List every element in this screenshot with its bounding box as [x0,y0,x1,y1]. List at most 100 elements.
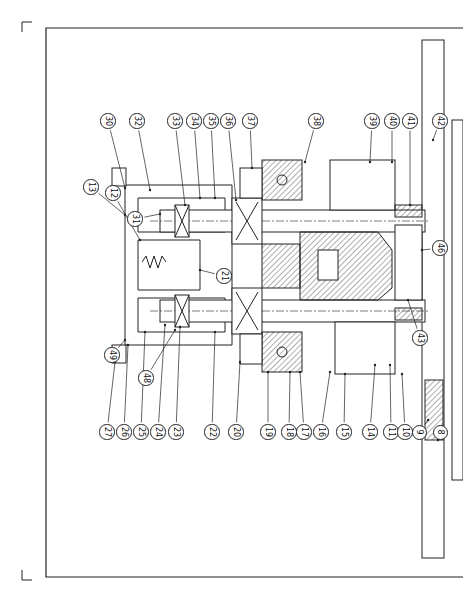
callout-number: 30 [100,113,115,128]
callout-text: 18 [285,427,293,437]
leader-line [237,362,240,422]
callout-number: 17 [296,424,311,439]
leader-dot [214,197,216,199]
leader-line [200,270,215,274]
leader-line [144,214,160,217]
leader-dot [432,139,434,141]
leader-dot [409,204,411,206]
callout-number: 9 [412,425,427,440]
callout-text: 19 [264,427,272,437]
leader-dot [179,326,181,328]
callout-number: 13 [83,179,98,194]
callout-text: 25 [137,427,145,437]
leader-dot [389,364,391,366]
callout-number: 39 [364,113,379,128]
leader-line [370,131,372,162]
callout-number: 21 [216,268,231,283]
callout-text: 40 [388,116,396,126]
leader-dot [427,419,429,421]
leader-line [305,130,314,162]
callout-text: 39 [368,116,376,126]
callout-number: 31 [127,211,142,226]
housing-lower [335,322,395,374]
callout-number: 25 [133,424,148,439]
callout-number: 23 [168,424,183,439]
callout-text: 36 [224,116,232,126]
callout-number: 43 [412,330,427,345]
leader-dot [267,371,269,373]
leader-dot [184,204,186,206]
leader-dot [235,199,237,201]
plate-hub [452,120,463,480]
callout-text: 9 [415,429,423,434]
callout-text: 24 [154,427,162,437]
callout-text: 20 [232,427,240,437]
callout-text: 14 [366,427,374,437]
leader-line [408,300,417,329]
bolt-symbol [277,347,287,357]
leader-dot [304,161,306,163]
leader-dot [124,214,126,216]
callout-number: 18 [281,424,296,439]
callout-text: 27 [103,427,111,437]
leader-line [402,374,405,422]
leader-line [229,131,236,200]
housing-upper [330,160,395,210]
leader-line [433,130,437,140]
callout-text: 22 [208,427,216,437]
callout-number: 34 [186,113,201,128]
callout-number: 40 [384,113,399,128]
leader-line [371,365,375,422]
collar [240,334,262,364]
callout-number: 36 [220,113,235,128]
spring-symbol [142,256,166,268]
gear-section [262,244,300,288]
leader-line [300,372,303,422]
callout-number: 35 [203,113,218,128]
callout-number: 41 [402,113,417,128]
callout-text: 35 [207,116,215,126]
callout-number: 42 [432,113,447,128]
leader-dot [199,197,201,199]
flange-lower [262,332,302,372]
callout-text: 32 [133,116,141,126]
callout-number: 46 [432,240,447,255]
callout-number: 15 [336,424,351,439]
leader-dot [401,373,403,375]
leader-dot [127,344,129,346]
leader-line [176,131,185,205]
callout-text: 8 [436,429,444,434]
leader-dot [251,167,253,169]
leader-dot [289,371,291,373]
callout-text: 41 [406,116,414,126]
leader-dot [374,364,376,366]
leader-dot [124,339,126,341]
leader-line [212,332,215,422]
leader-dot [329,371,331,373]
corner-mark [22,22,32,32]
callout-number: 49 [104,347,119,362]
callout-text: 16 [317,427,325,437]
leader-line [390,365,392,422]
callout-text: 30 [104,116,112,126]
seal [395,205,422,217]
callout-text: 26 [120,427,128,437]
callout-text: 38 [312,116,320,126]
leader-dot [214,331,216,333]
leader-line [410,131,411,205]
leader-dot [299,371,301,373]
callout-text: 31 [131,214,139,224]
callout-number: 22 [204,424,219,439]
callout-text: 17 [300,427,308,437]
callout-text: 13 [87,182,95,192]
leader-dot [124,187,126,189]
callout-number: 26 [116,424,131,439]
leader-line [322,372,330,423]
yoke-window [138,240,200,290]
callout-text: 42 [436,116,444,126]
callout-text: 49 [108,350,116,360]
callout-text: 21 [220,271,228,281]
leader-line [176,327,180,422]
callout-number: 32 [129,113,144,128]
